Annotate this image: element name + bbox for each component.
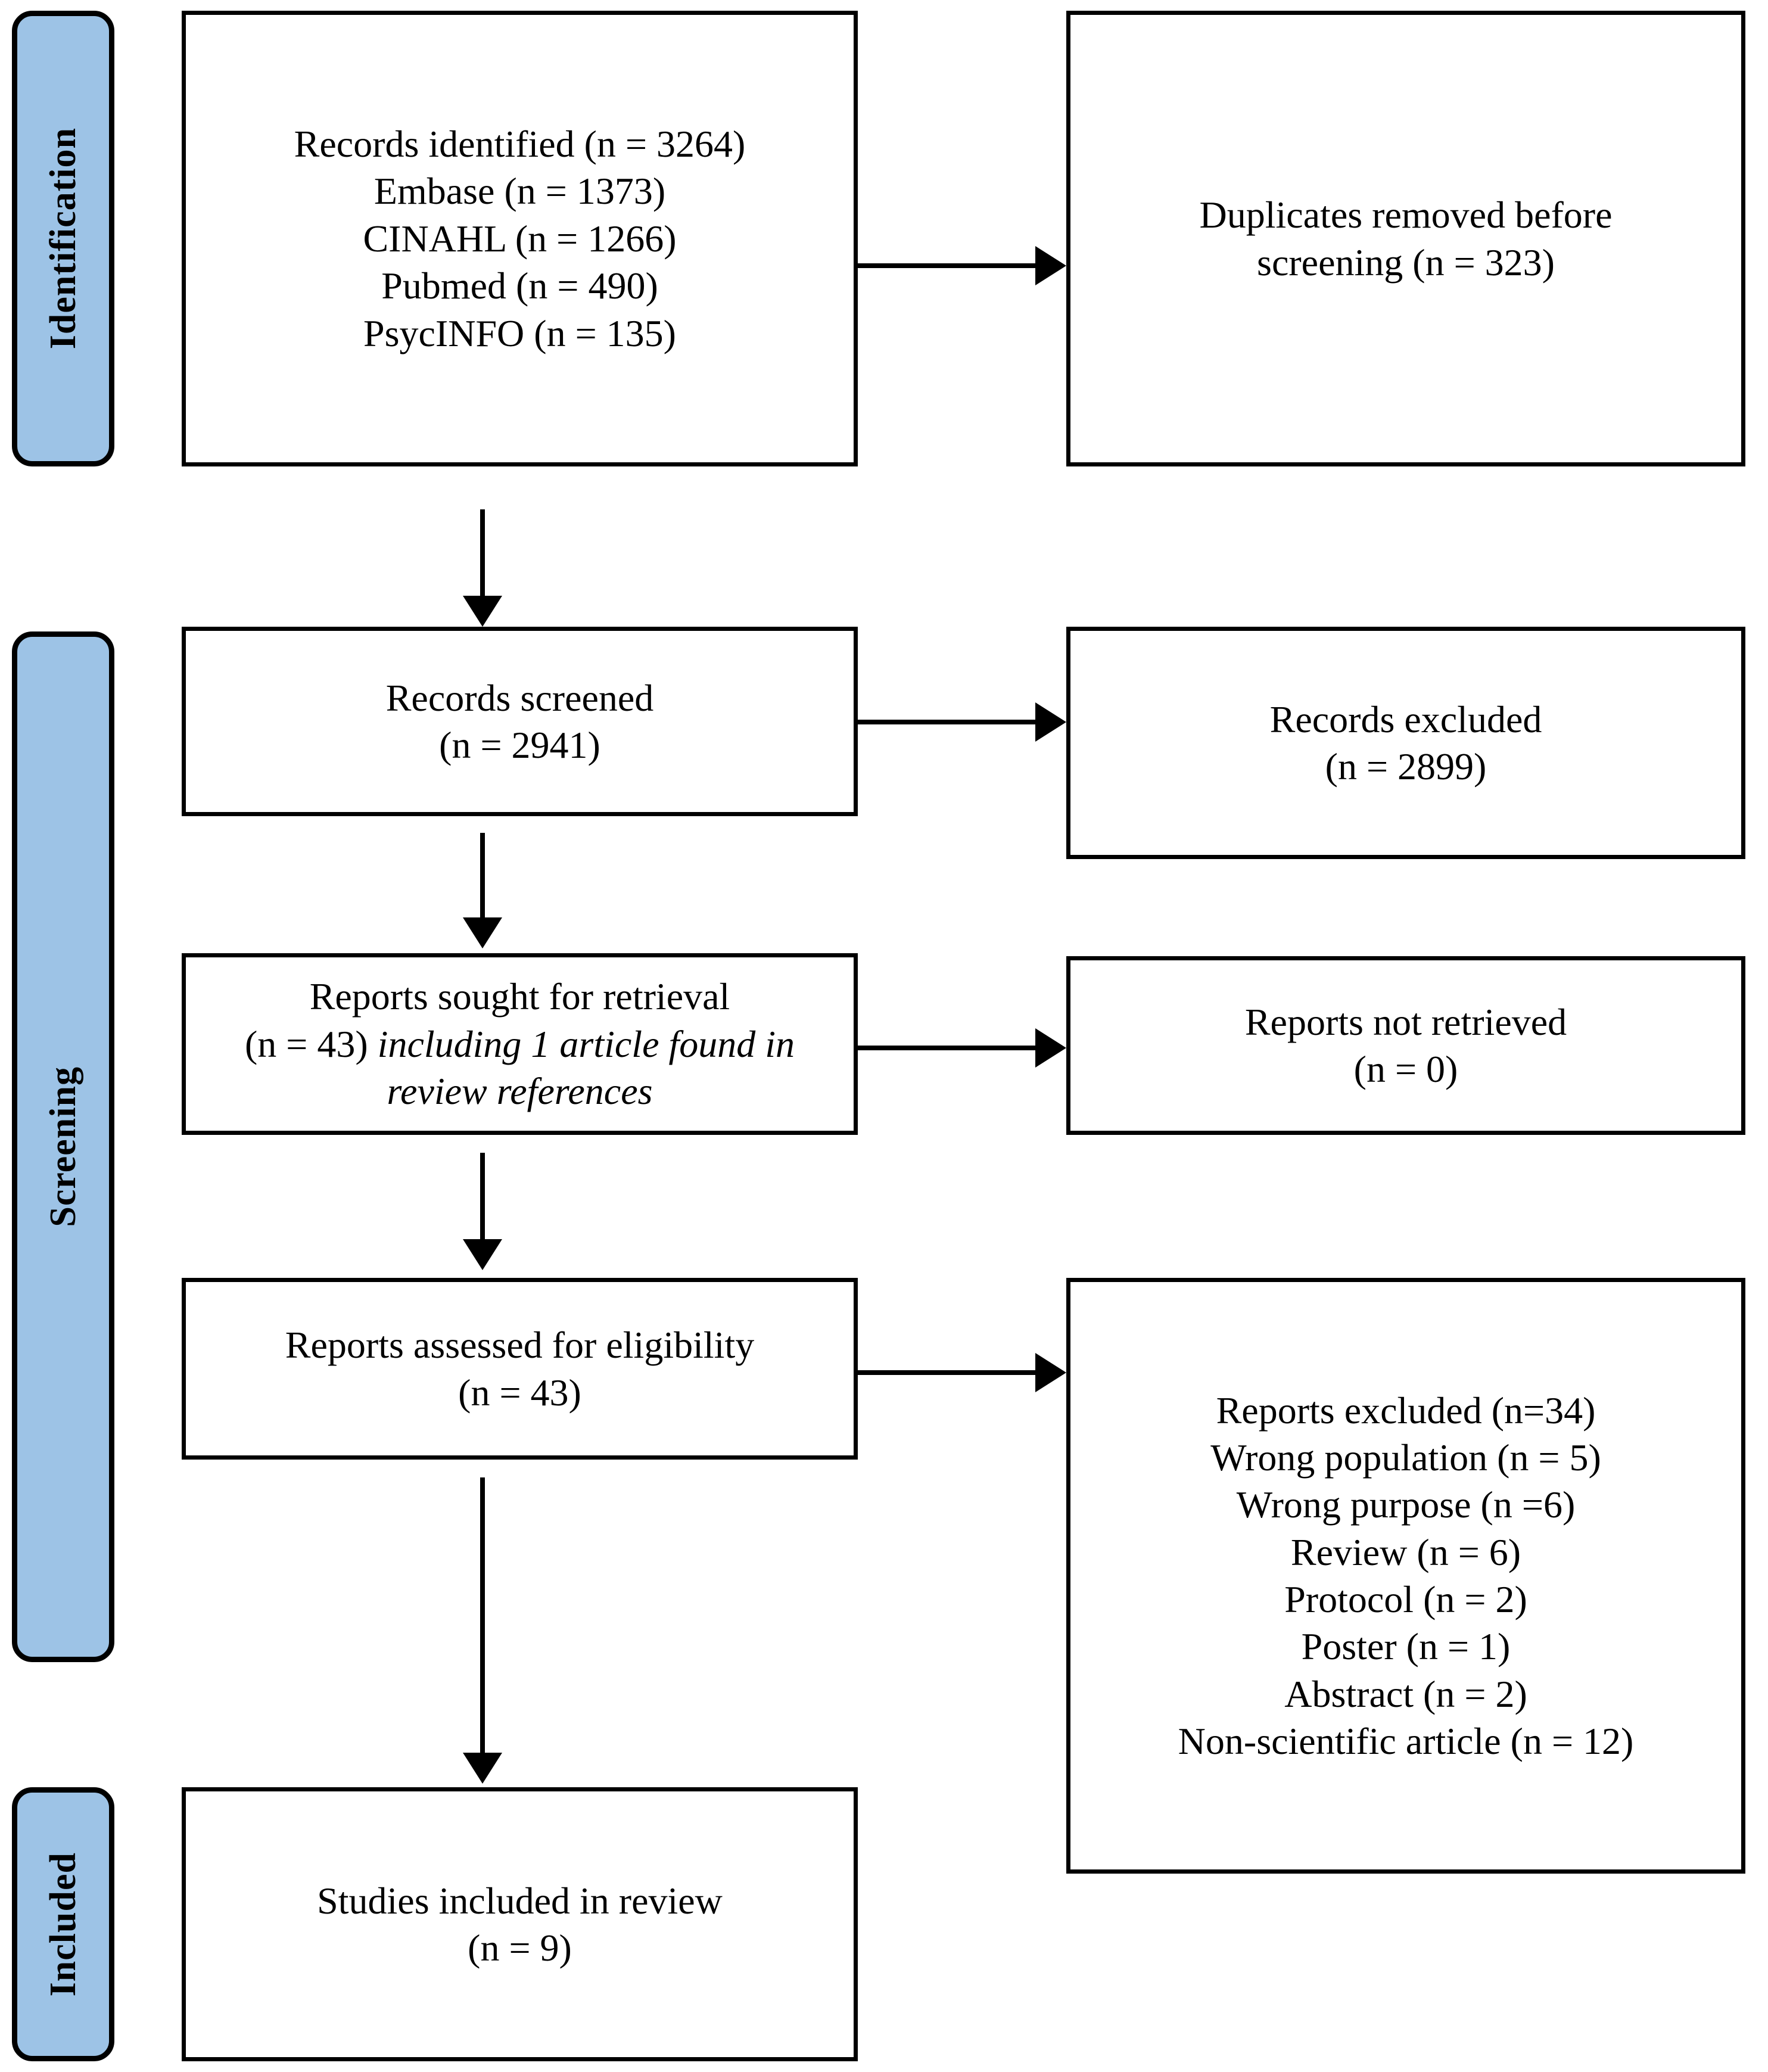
arrowhead-sought-to-assessed: [463, 1239, 502, 1270]
box-records-excluded: Records excluded (n = 2899): [1066, 627, 1745, 859]
reports-excluded-reason-poster: Poster (n = 1): [1301, 1625, 1511, 1668]
records-identified-cinahl: CINAHL (n = 1266): [363, 217, 677, 260]
arrowhead-assessed-to-included: [463, 1753, 502, 1784]
stage-tab-included-label: Included: [43, 1852, 83, 1997]
box-studies-included: Studies included in review (n = 9): [182, 1787, 858, 2061]
connector-screened-to-excluded: [858, 720, 1036, 724]
reports-sought-note-line1: including 1 article found in: [377, 1022, 795, 1065]
reports-assessed-line1: Reports assessed for eligibility: [285, 1324, 755, 1367]
box-records-identified-text: Records identified (n = 3264) Embase (n …: [294, 120, 746, 357]
records-identified-line: Records identified (n = 3264): [294, 123, 746, 166]
records-excluded-line1: Records excluded: [1269, 698, 1542, 741]
reports-excluded-total: Reports excluded (n=34): [1216, 1389, 1596, 1432]
box-records-screened-text: Records screened (n = 2941): [386, 674, 654, 769]
box-reports-sought: Reports sought for retrieval (n = 43) in…: [182, 953, 858, 1135]
box-reports-assessed-text: Reports assessed for eligibility (n = 43…: [285, 1321, 754, 1416]
box-reports-not-retrieved: Reports not retrieved (n = 0): [1066, 956, 1745, 1135]
reports-excluded-reason-non-scientific-article: Non-scientific article (n = 12): [1178, 1720, 1634, 1763]
box-records-screened: Records screened (n = 2941): [182, 627, 858, 816]
reports-excluded-reason-protocol: Protocol (n = 2): [1284, 1578, 1527, 1620]
connector-sought-to-assessed: [480, 1153, 485, 1243]
connector-assessed-to-excluded: [858, 1370, 1036, 1375]
duplicates-removed-line2: screening (n = 323): [1257, 241, 1555, 284]
connector-screened-to-sought: [480, 833, 485, 922]
stage-tab-identification: Identification: [12, 11, 114, 466]
reports-assessed-line2: (n = 43): [458, 1371, 581, 1414]
box-reports-excluded: Reports excluded (n=34) Wrong population…: [1066, 1278, 1745, 1874]
stage-tab-included: Included: [12, 1787, 114, 2061]
arrowhead-screened-to-excluded: [1035, 702, 1066, 742]
reports-excluded-reason-abstract: Abstract (n = 2): [1284, 1672, 1527, 1715]
records-identified-psycinfo: PsycINFO (n = 135): [363, 312, 676, 354]
reports-not-retrieved-line2: (n = 0): [1353, 1048, 1458, 1090]
studies-included-line1: Studies included in review: [317, 1879, 723, 1922]
box-reports-assessed: Reports assessed for eligibility (n = 43…: [182, 1278, 858, 1460]
reports-sought-count: (n = 43): [244, 1022, 378, 1065]
reports-excluded-reason-review: Review (n = 6): [1290, 1530, 1521, 1573]
records-identified-embase: Embase (n = 1373): [373, 170, 666, 213]
arrowhead-screened-to-sought: [463, 917, 502, 948]
arrowhead-sought-to-not-retrieved: [1035, 1028, 1066, 1068]
arrowhead-assessed-to-excluded: [1035, 1353, 1066, 1392]
box-duplicates-removed: Duplicates removed before screening (n =…: [1066, 11, 1745, 466]
arrowhead-identified-to-duplicates: [1035, 246, 1066, 285]
connector-identified-to-duplicates: [858, 263, 1036, 268]
arrowhead-identified-to-screened: [463, 596, 502, 627]
stage-tab-identification-label: Identification: [43, 127, 83, 350]
box-records-excluded-text: Records excluded (n = 2899): [1270, 696, 1542, 791]
connector-sought-to-not-retrieved: [858, 1046, 1036, 1050]
reports-sought-note-line2: review references: [387, 1070, 653, 1113]
stage-tab-screening-label: Screening: [43, 1066, 83, 1227]
reports-sought-line2: (n = 43) including 1 article found in: [245, 1021, 795, 1068]
reports-sought-line3: review references: [245, 1068, 795, 1115]
reports-sought-line1: Reports sought for retrieval: [309, 975, 730, 1018]
reports-excluded-reason-wrong-purpose: Wrong purpose (n =6): [1236, 1483, 1576, 1526]
box-reports-not-retrieved-text: Reports not retrieved (n = 0): [1245, 998, 1567, 1093]
reports-not-retrieved-line1: Reports not retrieved: [1244, 1000, 1567, 1043]
box-duplicates-removed-text: Duplicates removed before screening (n =…: [1199, 191, 1612, 286]
studies-included-line2: (n = 9): [468, 1927, 572, 1969]
stage-tab-screening: Screening: [12, 631, 114, 1662]
duplicates-removed-line1: Duplicates removed before: [1199, 194, 1613, 237]
records-screened-line2: (n = 2941): [439, 724, 600, 766]
connector-assessed-to-included: [480, 1477, 485, 1757]
records-identified-pubmed: Pubmed (n = 490): [381, 265, 658, 307]
records-excluded-line2: (n = 2899): [1325, 745, 1487, 788]
box-reports-excluded-text: Reports excluded (n=34) Wrong population…: [1178, 1387, 1634, 1765]
box-reports-sought-text: Reports sought for retrieval (n = 43) in…: [245, 973, 795, 1115]
box-studies-included-text: Studies included in review (n = 9): [317, 1877, 723, 1972]
box-records-identified: Records identified (n = 3264) Embase (n …: [182, 11, 858, 466]
reports-excluded-reason-wrong-population: Wrong population (n = 5): [1210, 1436, 1601, 1479]
records-screened-line1: Records screened: [385, 676, 654, 719]
connector-identified-to-screened: [480, 509, 485, 602]
